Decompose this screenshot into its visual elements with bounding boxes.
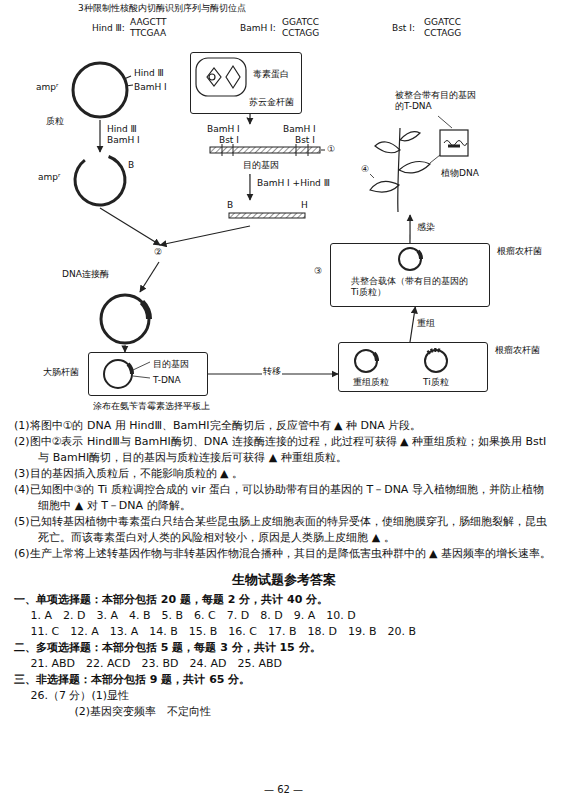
enzyme-name: Bst Ⅰ:	[392, 23, 415, 34]
section-heading: 一、单项选择题：本部分包括 20 题，每题 2 分，共计 40 分。	[14, 592, 554, 608]
answer-row: 26.（7 分）(1)显性	[14, 688, 554, 704]
cut-plasmid: ampʳB	[72, 152, 128, 208]
gene-fragment: BamH ⅠBamH ⅠBst ⅠBst Ⅰ①目的基因	[205, 124, 345, 174]
gene-fragment	[210, 144, 325, 156]
node-text: ③	[314, 266, 322, 277]
node-text: ②	[154, 247, 162, 258]
process-arrow	[410, 307, 415, 342]
agro-plasmids	[355, 350, 447, 372]
question: (6)生产上常将上述转基因作物与非转基因作物混合播种，其目的是降低害虫种群中的 …	[14, 546, 554, 562]
agrobacterium-box: 重组质粒Ti质粒根瘤农杆菌	[338, 342, 488, 392]
node-text: Ti质粒	[423, 377, 449, 388]
node-text: 共整合载体（带有目的基因的Ti质粒）	[351, 276, 471, 298]
enzyme-name: BamH Ⅰ:	[240, 23, 276, 34]
ligation-arrow	[140, 262, 159, 292]
cut-fragment: BH	[225, 200, 310, 226]
node-text: BamH Ⅰ	[134, 82, 167, 93]
sequence: CCTAGG	[282, 28, 319, 39]
question: (1)将图中①的 DNA 用 HindⅢ、BamHⅠ完全酶切后，反应管中有 ▲ …	[14, 418, 554, 434]
sequence: CCTAGG	[424, 28, 461, 39]
edge-label: 转移	[262, 366, 282, 377]
plant	[370, 116, 468, 212]
process-arrow	[249, 114, 250, 124]
node-text: 大肠杆菌	[43, 367, 79, 378]
page-number: — 62 —	[264, 784, 303, 796]
node-text: 苏云金杆菌	[249, 97, 294, 108]
question: (5)已知转基因植物中毒素蛋白只结合某些昆虫肠上皮细胞表面的特异受体，使细胞膜穿…	[14, 514, 554, 546]
node-text: DNA连接酶	[62, 269, 109, 280]
node-text: 被整合带有目的基因的T-DNA	[395, 90, 477, 112]
cointegrate-plasmid	[399, 248, 421, 270]
node-text: BamH Ⅰ	[283, 124, 316, 135]
answer-row: 1. A 2. D 3. A 4. B 5. B 6. C 7. D 8. D …	[14, 608, 554, 624]
node-text: 涂布在氨苄青霉素选择平板上	[93, 401, 210, 412]
node-text: ampʳ	[38, 172, 60, 183]
node-text: 植物DNA	[441, 168, 479, 179]
ecoli-plasmid	[104, 360, 150, 388]
process-arrow	[249, 174, 250, 200]
enzyme-name: Hind Ⅲ:	[92, 23, 125, 34]
node-text: 质粒	[46, 116, 64, 127]
node-text: 根瘤农杆菌	[495, 345, 540, 356]
process-arrow	[124, 345, 125, 352]
sequence: TTCGAA	[130, 28, 166, 39]
opened-plasmid	[74, 155, 127, 206]
node-text: B	[227, 200, 233, 211]
plasmid: ampʳHind ⅢBamH Ⅰ质粒	[70, 60, 130, 120]
sequence: AAGCTT	[130, 17, 167, 28]
answer-row: 21. ABD 22. ACD 23. BD 24. AD 25. ABD	[14, 656, 554, 672]
text-column: (1)将图中①的 DNA 用 HindⅢ、BamHⅠ完全酶切后，反应管中有 ▲ …	[14, 418, 554, 720]
process-arrow	[409, 215, 410, 243]
node-text: 根瘤农杆菌	[497, 246, 542, 257]
process-arrow	[100, 208, 160, 245]
node-text: Bst Ⅰ	[219, 135, 239, 146]
question: (4)已知图中③的 Ti 质粒调控合成的 vir 蛋白，可以协助带有目的基因的 …	[14, 482, 554, 514]
node-text: BamH Ⅰ	[207, 124, 240, 135]
node-text: Hind Ⅲ	[134, 68, 164, 79]
ecoli-box: 大肠杆菌目的基因T-DNA涂布在氨苄青霉素选择平板上	[88, 352, 208, 396]
process-arrow	[99, 120, 100, 152]
node-text: Bst Ⅰ	[295, 135, 315, 146]
node-text: H	[301, 200, 308, 211]
plasmid-outline	[72, 152, 128, 208]
figure-title: 3种限制性核酸内切酶识别序列与酶切位点	[78, 3, 246, 14]
edge-label: 感染	[416, 222, 436, 233]
edge-label: BamH Ⅰ +Hind Ⅲ	[256, 178, 331, 189]
node-text: B	[128, 160, 134, 171]
cut-fragment	[229, 213, 305, 218]
node-text: 重组质粒	[353, 377, 389, 388]
answer-row: (2)基因突变频率 不定向性	[14, 704, 554, 720]
ligation-step: ② DNA连接酶	[60, 245, 190, 345]
plasmid-ring	[73, 63, 127, 117]
question: (2)图中②表示 HindⅢ与 BamHⅠ酶切、DNA 连接酶连接的过程，此过程…	[14, 434, 554, 466]
bacterium-cell	[196, 58, 246, 96]
edge-label: Hind Ⅲ BamH Ⅰ	[106, 124, 148, 146]
node-text: 毒素蛋白	[253, 69, 289, 80]
node-text: 目的基因	[243, 160, 279, 171]
node-text: 目的基因	[153, 359, 189, 370]
recombinant-plasmid	[101, 295, 149, 343]
plasmid-outline	[70, 60, 130, 120]
node-text: ampʳ	[36, 82, 58, 93]
node-text: T-DNA	[153, 375, 181, 386]
node-text: ①	[327, 144, 335, 155]
sequence: GGATCC	[282, 17, 319, 28]
edge-label: 重组	[416, 318, 436, 329]
process-arrow	[160, 226, 250, 245]
question: (3)目的基因插入质粒后，不能影响质粒的 ▲ 。	[14, 466, 554, 482]
transgenic-plant: 被整合带有目的基因的T-DNA ④ 植物DNA	[355, 90, 505, 215]
section-heading: 三、非选择题：本部分包括 9 题，共计 65 分。	[14, 672, 554, 688]
node-text: ④	[361, 164, 369, 175]
answer-heading: 生物试题参考答案	[14, 572, 554, 588]
cointegrate-box: ③共整合载体（带有目的基因的Ti质粒）根瘤农杆菌	[330, 243, 490, 307]
bacterium-box: 毒素蛋白苏云金杆菌	[190, 52, 302, 114]
section-heading: 二、多项选择题：本部分包括 5 题，每题 3 分，共计 15 分。	[14, 640, 554, 656]
sequence: GGATCC	[424, 17, 461, 28]
answer-row: 11. C 12. A 13. A 14. B 15. B 16. C 17. …	[14, 624, 554, 640]
